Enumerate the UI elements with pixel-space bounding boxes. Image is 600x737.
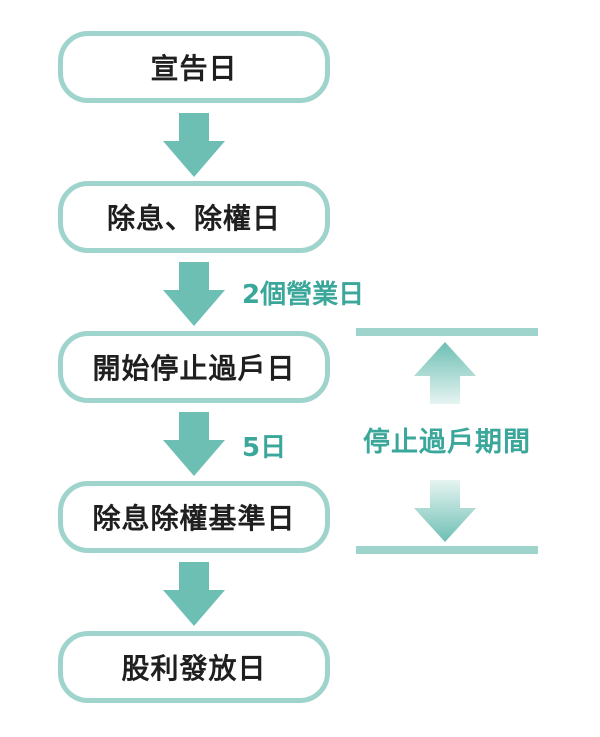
step-label: 股利發放日 [121, 652, 267, 685]
gap-label-2-business-days: 2個營業日 [242, 280, 365, 310]
step-label: 除息、除權日 [106, 202, 281, 235]
period-start-line [356, 328, 538, 336]
arrow-down-icon [163, 412, 225, 476]
arrow-down-icon [163, 562, 225, 626]
step-book-closure-start-date: 開始停止過戶日 [58, 331, 330, 403]
period-end-line [356, 546, 538, 554]
book-closure-period-label: 停止過戶期間 [363, 427, 531, 458]
gap-label-5-days: 5日 [242, 433, 287, 463]
gradient-arrow-down-icon [414, 480, 476, 542]
step-label: 宣告日 [150, 52, 238, 85]
step-record-date: 除息除權基準日 [58, 481, 330, 553]
gradient-arrow-up-icon [414, 342, 476, 404]
step-payment-date: 股利發放日 [58, 631, 330, 703]
arrow-down-icon [163, 262, 225, 326]
step-announcement-date: 宣告日 [58, 31, 330, 103]
step-label: 除息除權基準日 [92, 502, 296, 535]
arrow-down-icon [163, 113, 225, 177]
step-label: 開始停止過戶日 [92, 352, 296, 385]
step-ex-dividend-date: 除息、除權日 [58, 181, 330, 253]
